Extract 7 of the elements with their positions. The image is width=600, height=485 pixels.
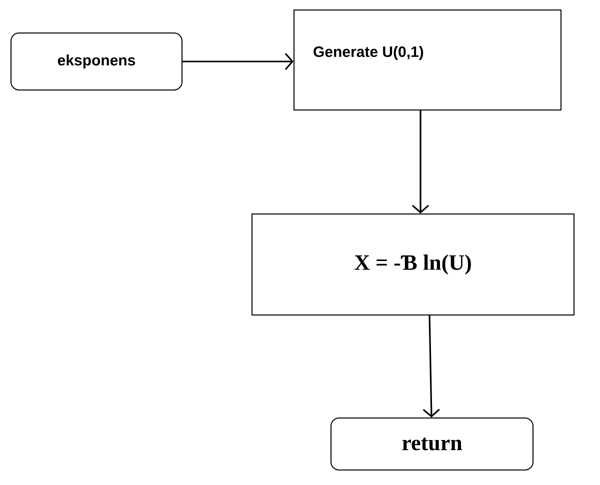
process-box: Generate U(0,1): [294, 10, 562, 110]
arrow: [412, 110, 430, 214]
rounded-box: return: [330, 418, 534, 470]
rounded-box: eksponens: [10, 32, 182, 90]
process-box: X = -Ɓ ln(U): [252, 214, 574, 316]
arrow: [182, 52, 294, 70]
arrow: [422, 315, 440, 418]
